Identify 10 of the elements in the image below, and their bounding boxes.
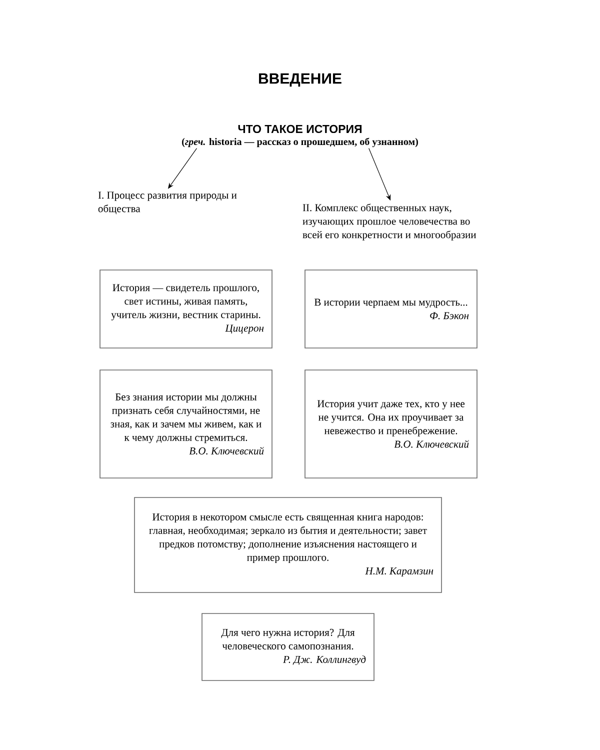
quote-box: Для чего нужна история? Для человеческого самопознания. Р. Дж. Коллингвуд (202, 613, 374, 681)
quote-box: Без знания истории мы должны признать себя случайностями, не зная, как и зачем мы живем, как и к чему должны стремиться. В.О. Ключевский (100, 370, 272, 478)
definition-text: I. Процесс развития природы и общества (98, 192, 237, 214)
page-title: ВВЕДЕНИЕ (259, 73, 342, 87)
quote-box: История в некотором смысле есть священная книга народов: главная, необходимая; зеркало из бытия и деятельности; завет предков потомству; дополнение изъяснения настоящего и пример прошлого. Н.М. Карамзин (134, 497, 442, 593)
heading-text: ЧТО ТАКОЕ ИСТОРИЯ (греч. historia — рассказ о прошедшем, об узнанном) (182, 124, 418, 148)
quote-box: История учит даже тех, кто у нее не учится. Она их проучивает за невежество и пренебрежение. В.О. Ключевский (304, 370, 478, 478)
definition-text: II. Комплекс общественных наук, изучающих прошлое человечества во всей его конкретности и многообразии (302, 204, 476, 240)
quote-box: История — свидетель прошлого, свет истины, живая память, учитель жизни, вестник старины. Цицерон (100, 270, 272, 348)
quote-box: В истории черпаем мы мудрость... Ф. Бэкон (304, 270, 478, 348)
